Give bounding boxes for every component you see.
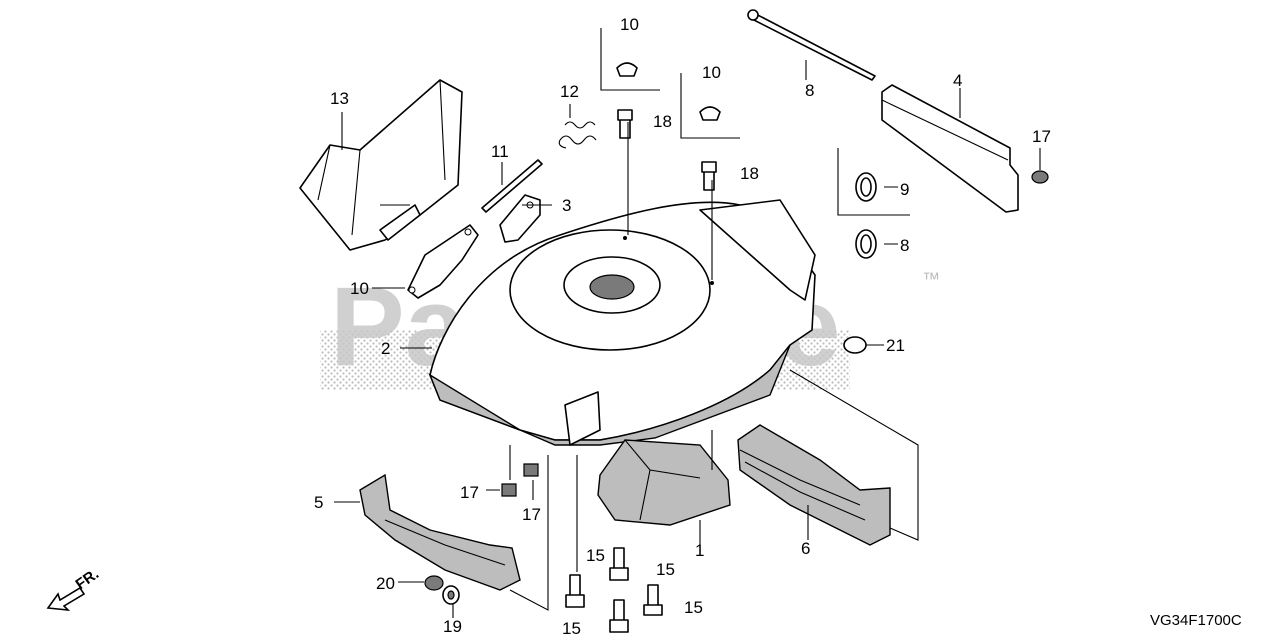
part-10-grommet-a[interactable]: [616, 62, 638, 77]
callout-7: 8: [805, 81, 814, 100]
front-arrow-icon: [46, 586, 86, 612]
callout-8: 8: [900, 236, 909, 255]
callout-1: 1: [695, 541, 704, 560]
part-3-bracket[interactable]: [499, 194, 541, 243]
callout-6: 6: [801, 539, 810, 558]
part-5-side-skirt[interactable]: [359, 473, 521, 591]
part-7-rod[interactable]: [747, 9, 876, 81]
callout-5: 5: [314, 493, 323, 512]
part-15-bolts[interactable]: [565, 547, 663, 633]
callout-15d: 15: [562, 619, 581, 638]
part-19-washer[interactable]: [442, 585, 460, 605]
part-11-plate[interactable]: [407, 224, 479, 299]
part-16-nut[interactable]: [1031, 170, 1049, 184]
callout-15b: 15: [656, 560, 675, 579]
callout-13: 12: [560, 82, 579, 101]
part-21-plug[interactable]: [843, 336, 867, 354]
callout-17a: 17: [460, 483, 479, 502]
callout-10a: 10: [620, 15, 639, 34]
callout-15c: 15: [684, 598, 703, 617]
front-direction-indicator: FR.: [46, 565, 102, 612]
part-20-nut[interactable]: [424, 575, 444, 591]
callout-10b: 10: [702, 63, 721, 82]
callout-labels: 10 10 8 4 17 13 12 18 18 11 3 9 8 10 2 2…: [314, 15, 1051, 638]
part-10-grommet-b[interactable]: [699, 106, 721, 121]
callout-15a: 15: [586, 546, 605, 565]
part-14-rear-flap[interactable]: [299, 79, 463, 251]
diagram-code: VG34F1700C: [1150, 612, 1242, 629]
callout-18a: 18: [653, 112, 672, 131]
callout-21: 21: [886, 336, 905, 355]
part-17-nut-a[interactable]: [501, 483, 517, 497]
callout-14: 13: [330, 89, 349, 108]
part-1-discharge-cover[interactable]: [597, 439, 731, 526]
part-18-bolt-a[interactable]: [617, 109, 633, 139]
part-4-baffle[interactable]: [881, 84, 1019, 213]
part-8-seal[interactable]: [855, 229, 877, 259]
part-9-seal[interactable]: [855, 172, 877, 202]
part-18-bolt-b[interactable]: [701, 161, 717, 191]
part-2-mower-deck[interactable]: [428, 199, 816, 446]
callout-9: 9: [900, 180, 909, 199]
callout-12: 11: [491, 142, 509, 161]
leader-lines: [334, 28, 1041, 618]
callout-20: 20: [376, 574, 395, 593]
part-17-nut-b[interactable]: [523, 463, 539, 477]
callout-16: 17: [1032, 127, 1051, 146]
callout-3: 3: [562, 196, 571, 215]
callout-2: 2: [381, 339, 390, 358]
callout-11: 10: [350, 279, 369, 298]
callout-4: 4: [953, 71, 962, 90]
callout-19: 19: [443, 617, 462, 636]
part-13-spring[interactable]: [558, 121, 597, 149]
watermark-trademark: ™: [922, 269, 940, 289]
part-12-pin[interactable]: [481, 159, 543, 213]
callout-17b: 17: [522, 505, 541, 524]
part-6-side-skirt[interactable]: [737, 424, 891, 546]
callout-18b: 18: [740, 164, 759, 183]
